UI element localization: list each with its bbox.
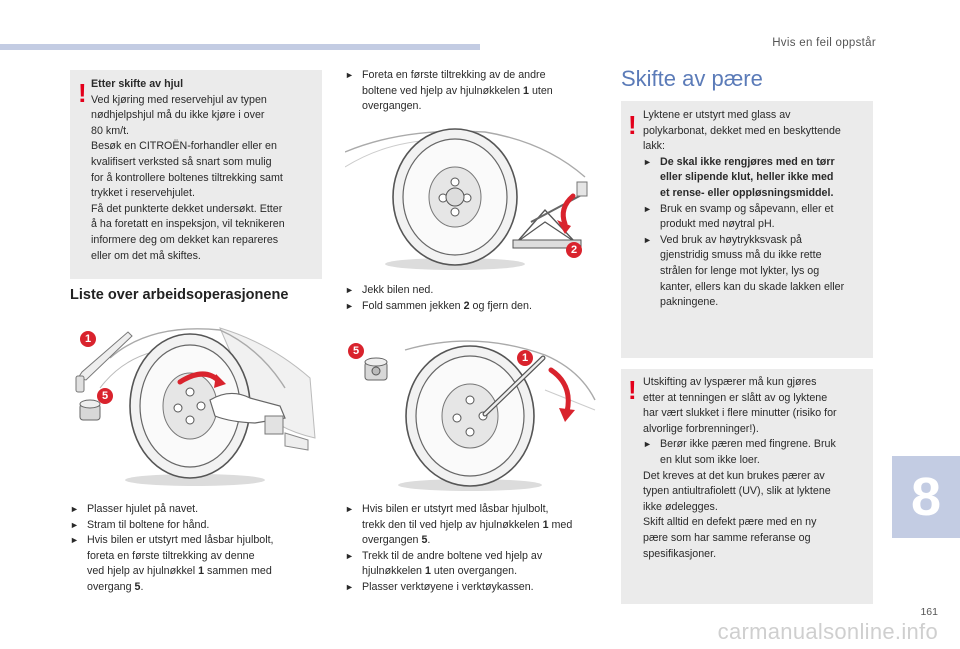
- arrow-bullet-icon: ►: [70, 504, 79, 514]
- warning-title: Etter skifte av hjul: [91, 78, 184, 90]
- warning-line: 80 km/t.: [91, 124, 130, 137]
- warning-text: Utskifting av lyspærer må kun gjøres ett…: [643, 375, 871, 562]
- callout-5: 5: [97, 388, 113, 404]
- list-item: ►Stram til boltene for hånd.: [70, 518, 325, 534]
- arrow-bullet-icon: ►: [70, 535, 79, 546]
- arrow-bullet-icon: ►: [643, 439, 652, 450]
- arrow-bullet-icon: ►: [345, 550, 354, 561]
- arrow-bullet-icon: ►: [70, 519, 79, 530]
- exclamation-icon: !: [78, 78, 87, 108]
- arrow-bullet-icon: ►: [345, 300, 354, 311]
- callout-1: 1: [80, 331, 96, 347]
- arrow-bullet-icon: ►: [643, 203, 652, 214]
- list-item: ► Hvis bilen er utstyrt med låsbar hjulb…: [345, 502, 603, 549]
- warning-box-lamp-glass: [621, 101, 873, 358]
- top-accent-bar: [0, 44, 480, 50]
- warning-line: kvalifisert verksted så snart som mulig: [91, 155, 272, 168]
- warning-line: trykket i reservehjulet.: [91, 187, 195, 200]
- mid-steps-bottom: ► Hvis bilen er utstyrt med låsbar hjulb…: [345, 502, 603, 596]
- warning-box-after-wheel-change: [70, 70, 322, 279]
- mid-step-top: ► Foreta en første tiltrekking av de and…: [345, 68, 600, 115]
- list-item: ► Hvis bilen er utstyrt med låsbar hjulb…: [70, 533, 325, 595]
- list-item: ►Plasser verktøyene i verktøykassen.: [345, 580, 603, 596]
- wheel-bolt-tightening-illustration: [75, 327, 316, 486]
- list-item: ► Trekk til de andre boltene ved hjelp a…: [345, 549, 603, 580]
- page-title: Skifte av pære: [621, 66, 763, 91]
- warning-line: å ha foretatt en inspeksjon, vil teknike…: [91, 218, 285, 231]
- arrow-bullet-icon: ►: [345, 504, 354, 514]
- chapter-tab: 8: [892, 456, 960, 538]
- warning-line: for å kontrollere boltenes tiltrekking s…: [91, 171, 283, 184]
- warning-line: eller om det må skiftes.: [91, 249, 201, 262]
- list-item: ►Jekk bilen ned.: [345, 283, 600, 299]
- watermark: carmanualsonline.info: [717, 619, 938, 644]
- warning-line: Få det punkterte dekket undersøkt. Etter: [91, 202, 283, 215]
- arrow-bullet-icon: ►: [643, 156, 652, 167]
- exclamation-icon: !: [628, 375, 637, 405]
- warning-box-bulb-replacement: [621, 369, 873, 604]
- callout-2: 2: [566, 242, 582, 258]
- warning-line: Ved kjøring med reservehjul av typen: [91, 93, 267, 106]
- mid-steps-middle: ►Jekk bilen ned. ► Fold sammen jekken 2 …: [345, 283, 600, 314]
- list-item: ►Plasser hjulet på navet.: [70, 502, 325, 518]
- list-item: ► Foreta en første tiltrekking av de and…: [345, 68, 600, 115]
- warning-text: Lyktene er utstyrt med glass av polykarb…: [643, 108, 871, 311]
- warning-text: Etter skifte av hjul Ved kjøring med res…: [91, 77, 319, 264]
- callout-5: 5: [348, 343, 364, 359]
- callout-1: 1: [517, 350, 533, 366]
- arrow-bullet-icon: ►: [345, 581, 354, 592]
- warning-line: Besøk en CITROËN-forhandler eller en: [91, 140, 277, 153]
- jack-lowering-illustration: [345, 128, 588, 270]
- warning-line: nødhjelpshjul må du ikke kjøre i over: [91, 109, 265, 122]
- left-steps: ►Plasser hjulet på navet. ►Stram til bol…: [70, 502, 325, 596]
- exclamation-icon: !: [628, 110, 637, 140]
- section-header: Hvis en feil oppstår: [772, 37, 876, 49]
- arrow-bullet-icon: ►: [643, 234, 652, 245]
- wheel-wrench-tightening-illustration: [364, 340, 596, 491]
- operations-heading: Liste over arbeidsoperasjonene: [70, 287, 289, 303]
- page-number: 161: [920, 606, 938, 618]
- arrow-bullet-icon: ►: [345, 70, 354, 80]
- arrow-bullet-icon: ►: [345, 285, 354, 295]
- warning-line: informere deg om dekket kan repareres: [91, 233, 279, 246]
- list-item: ► Fold sammen jekken 2 og fjern den.: [345, 299, 600, 315]
